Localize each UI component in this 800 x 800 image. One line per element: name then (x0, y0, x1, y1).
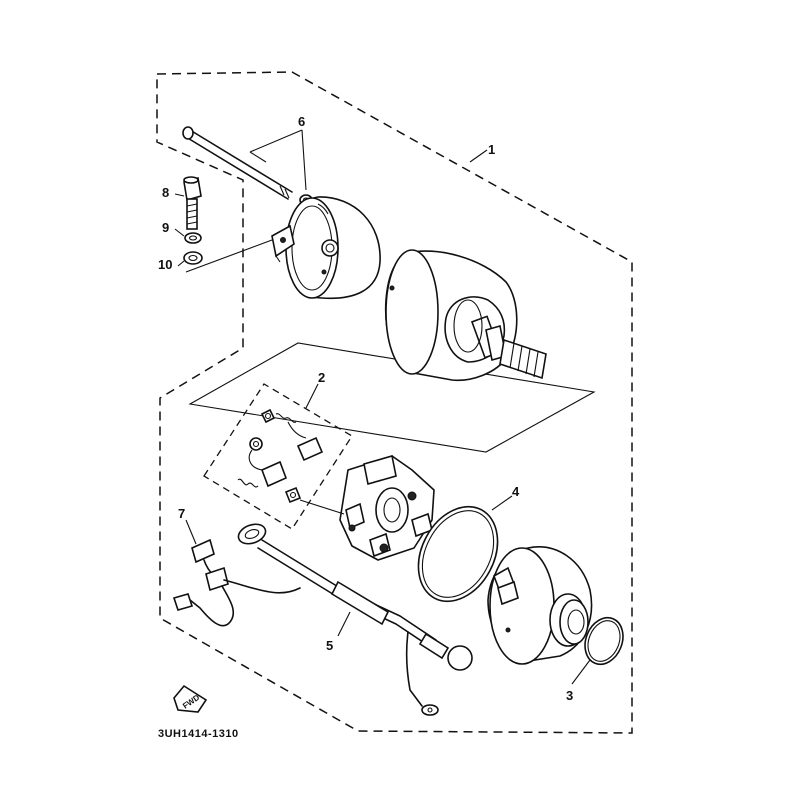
callout-5: 5 (326, 638, 333, 653)
through-bolt (182, 126, 293, 200)
armature-plane-outline (188, 342, 596, 453)
lead-wire-5 (237, 523, 473, 716)
assembly-1-boundary (156, 71, 633, 734)
diagram-code: 3UH1414-1310 (158, 728, 239, 740)
brush-kit-2 (237, 408, 324, 504)
o-ring-4 (417, 505, 499, 603)
lock-washer-9 (184, 232, 202, 244)
rear-cover (487, 546, 593, 665)
leader-lines (174, 129, 591, 685)
fwd-arrow: FWD (173, 684, 208, 713)
brush-holder (299, 454, 435, 561)
callout-9: 9 (162, 220, 169, 235)
callout-10: 10 (158, 257, 172, 272)
callout-6: 6 (298, 114, 305, 129)
armature-yoke (384, 249, 547, 382)
callout-4: 4 (512, 484, 520, 499)
bolt-8 (183, 176, 202, 230)
callout-8: 8 (162, 185, 169, 200)
callout-2: 2 (318, 370, 325, 385)
washer-10 (183, 251, 203, 265)
callout-3: 3 (566, 688, 573, 703)
callout-1: 1 (488, 142, 495, 157)
front-cover (271, 196, 381, 300)
washer-pointer (185, 239, 273, 273)
callout-7: 7 (178, 506, 185, 521)
o-ring-3 (584, 616, 624, 666)
harness-7 (172, 538, 301, 627)
brush-kit-boundary (203, 383, 353, 530)
